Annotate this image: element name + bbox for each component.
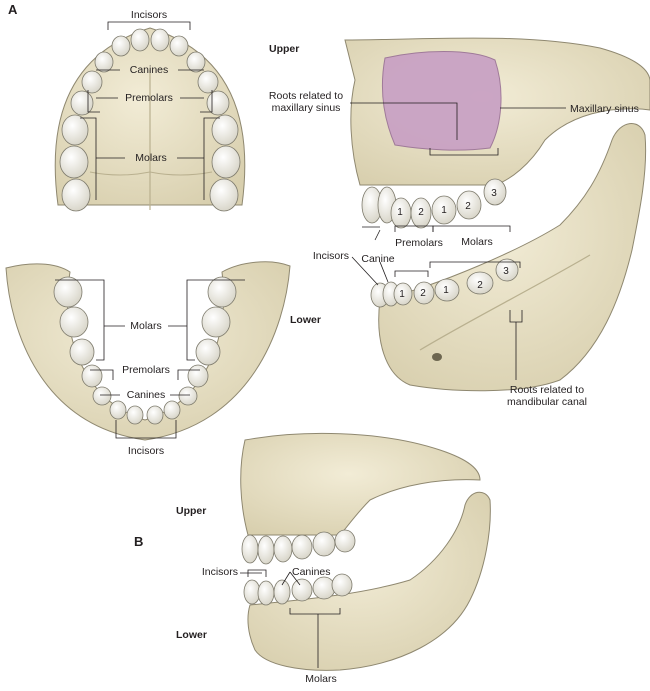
lateral-upper-label: Upper [269, 43, 300, 55]
upper-premolar-2-number: 2 [418, 207, 424, 218]
lateral-lower-tooth [413, 281, 435, 305]
mandible-lateral [378, 123, 647, 392]
upper-arch-tooth [61, 178, 91, 212]
lateral-molars-label: Molars [461, 236, 493, 248]
lower-premolar-2-number: 2 [420, 288, 426, 299]
maxillary-sinus-label: Maxillary sinus [570, 103, 639, 115]
panel-b-canines-label: Canines [292, 566, 331, 578]
upper-arch-tooth [61, 114, 89, 146]
lower-arch-tooth [53, 276, 83, 308]
lateral-premolars-label: Premolars [395, 237, 443, 249]
upper-arch-tooth [186, 51, 206, 73]
lateral-skull-b-illustration [240, 432, 491, 671]
roots-mandibular-canal-label: Roots related to mandibular canal [507, 384, 587, 408]
upper-arch-molars-label: Molars [135, 152, 167, 164]
lower-arch-tooth [178, 386, 198, 406]
lateral-upper-tooth [483, 178, 507, 206]
lower-arch-tooth [126, 405, 144, 425]
lower-molar-2-number: 2 [477, 280, 483, 291]
upper-arch-tooth [130, 28, 150, 52]
upper-arch-tooth [211, 114, 239, 146]
upper-molar-1-number: 1 [441, 205, 447, 216]
lower-arch-tooth [187, 364, 209, 388]
lateral-lower-tooth [495, 258, 519, 282]
panel-a-label: A [8, 2, 18, 17]
lower-arch-tooth [163, 400, 181, 420]
lower-arch-tooth [109, 400, 127, 420]
upper-arch-tooth [209, 178, 239, 212]
panel-b-upper-tooth [241, 534, 259, 564]
upper-arch-tooth [70, 90, 94, 116]
upper-arch-illustration [54, 27, 246, 212]
roots-maxillary-sinus-label: Roots related to maxillary sinus [268, 90, 344, 114]
upper-arch-premolars-label: Premolars [125, 92, 173, 104]
lateral-lower-tooth [393, 282, 413, 306]
upper-arch-tooth [211, 145, 241, 179]
lower-arch-canines-label: Canines [126, 389, 166, 401]
lateral-lower-label: Lower [290, 314, 321, 326]
panel-b-lower-tooth [312, 576, 336, 600]
lower-arch-premolars-label: Premolars [122, 364, 170, 376]
upper-molar-2-number: 2 [465, 201, 471, 212]
lower-molar-1-number: 1 [443, 285, 449, 296]
lower-arch-tooth [59, 306, 89, 338]
upper-arch-tooth [59, 145, 89, 179]
upper-arch-tooth [94, 51, 114, 73]
panel-b-label: B [134, 534, 144, 549]
lateral-canine-label: Canine [361, 253, 395, 265]
upper-molar-3-number: 3 [491, 188, 497, 199]
lateral-skull-illustration [344, 37, 650, 392]
lower-arch-tooth [146, 405, 164, 425]
upper-arch-tooth [206, 90, 230, 116]
lower-arch-tooth [81, 364, 103, 388]
panel-b-lower-label: Lower [176, 629, 207, 641]
maxilla-b [240, 432, 481, 536]
panel-b-molars-label: Molars [305, 673, 337, 685]
lower-arch-tooth [207, 276, 237, 308]
panel-b-upper-tooth [257, 535, 275, 565]
lower-arch-illustration [5, 261, 291, 441]
lower-premolar-1-number: 1 [399, 289, 405, 300]
maxillary-sinus-region [381, 51, 502, 151]
lower-arch-tooth [92, 386, 112, 406]
lateral-upper-tooth [431, 195, 457, 225]
panel-b-upper-label: Upper [176, 505, 207, 517]
upper-arch-tooth [197, 70, 219, 94]
lower-arch-incisors-label: Incisors [127, 445, 165, 457]
upper-arch-tooth [111, 35, 131, 57]
panel-b-lower-tooth [291, 578, 313, 602]
panel-b-lower-tooth [273, 579, 291, 605]
panel-b-lower-tooth [257, 580, 275, 606]
upper-arch-canines-label: Canines [129, 64, 169, 76]
lower-arch-tooth [69, 338, 95, 366]
lateral-incisors-label: Incisors [312, 250, 349, 262]
upper-premolar-1-number: 1 [397, 207, 403, 218]
upper-arch-tooth [150, 28, 170, 52]
upper-arch-tooth [169, 35, 189, 57]
lower-arch-tooth [201, 306, 231, 338]
lateral-lower-tooth [434, 278, 460, 302]
lower-arch-tooth [195, 338, 221, 366]
lower-arch-molars-label: Molars [130, 320, 162, 332]
leader-lines [55, 21, 566, 668]
panel-b-lower-tooth [243, 579, 261, 605]
panel-b-upper-tooth [273, 535, 293, 563]
panel-b-upper-tooth [291, 534, 313, 560]
lower-molar-3-number: 3 [503, 266, 509, 277]
lateral-upper-tooth [410, 197, 432, 229]
mandible-b [247, 491, 491, 671]
panel-b-upper-tooth [334, 529, 356, 553]
panel-b-incisors-label: Incisors [201, 566, 238, 578]
panel-b-upper-tooth [312, 531, 336, 557]
panel-b-lower-tooth [331, 573, 353, 597]
lateral-lower-tooth [466, 271, 494, 295]
upper-arch-incisors-label: Incisors [130, 9, 168, 21]
upper-arch-tooth [81, 70, 103, 94]
lateral-upper-tooth [456, 190, 482, 220]
